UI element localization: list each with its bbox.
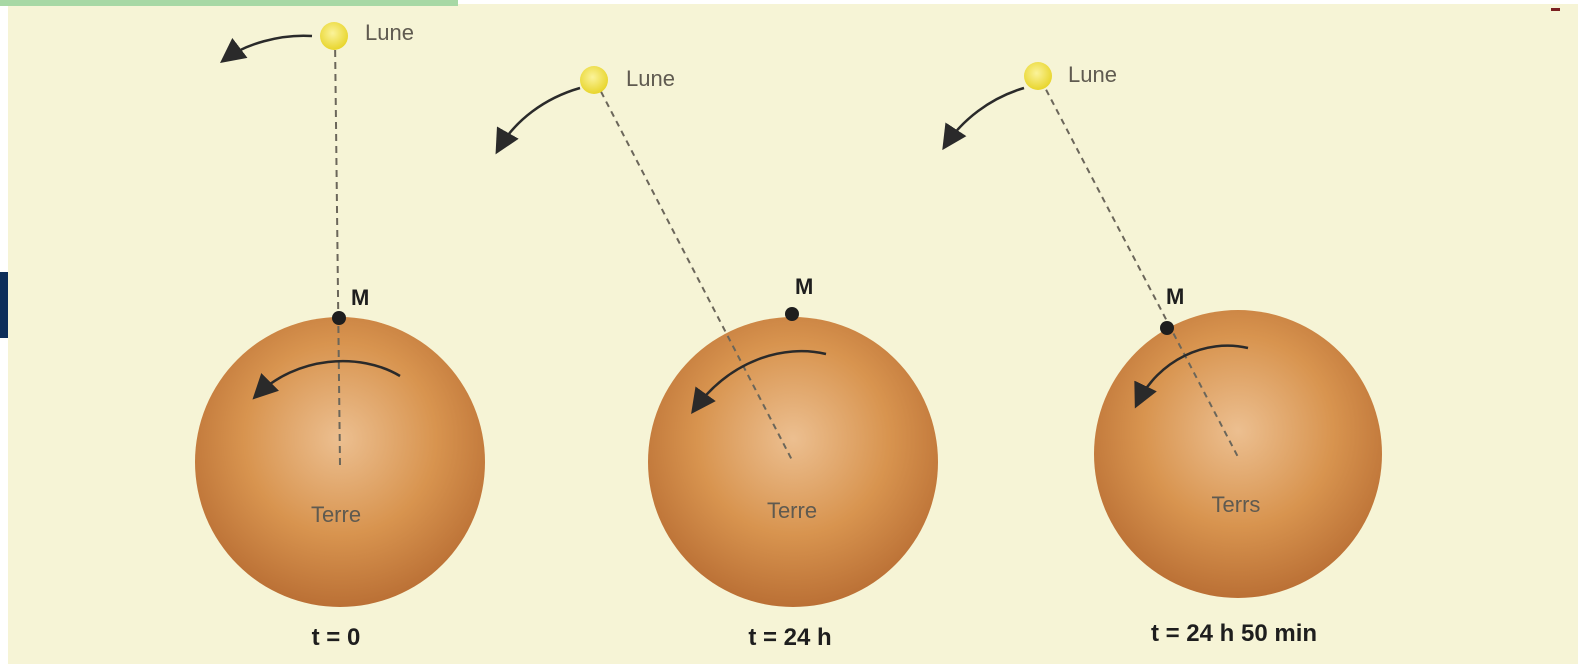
earth-sphere <box>648 317 938 607</box>
moon-orbit-arrow-icon <box>495 86 581 155</box>
moon-icon <box>580 66 608 94</box>
earth-label: Terrs <box>1212 492 1261 517</box>
point-m-label: M <box>795 274 813 299</box>
moon-orbit-arrow-icon <box>220 34 313 64</box>
earth-label: Terre <box>311 502 361 527</box>
panel-t24h: Lune M Terre t = 24 h <box>495 66 938 651</box>
moon-label: Lune <box>1068 62 1117 87</box>
moon-label: Lune <box>626 66 675 91</box>
earth-rotation-arrow-icon <box>691 350 827 415</box>
panel-t0: Lune M Terre t = 0 <box>195 20 485 651</box>
time-label: t = 24 h <box>748 624 831 651</box>
point-m-marker <box>332 311 346 325</box>
moon-earth-line <box>595 81 794 463</box>
time-label: t = 0 <box>312 624 361 651</box>
earth-sphere <box>1094 310 1382 598</box>
time-label: t = 24 h 50 min <box>1151 620 1317 647</box>
panel-t24h50: Lune M Terrs t = 24 h 50 min <box>942 62 1382 647</box>
point-m-marker <box>785 307 799 321</box>
earth-label: Terre <box>767 498 817 523</box>
moon-orbit-arrow-icon <box>942 86 1025 151</box>
earth-rotation-arrow-icon <box>1134 344 1249 409</box>
moon-earth-line <box>1040 79 1239 458</box>
moon-icon <box>320 22 348 50</box>
moon-icon <box>1024 62 1052 90</box>
moon-label: Lune <box>365 20 414 45</box>
frame-accent-red <box>1551 8 1560 11</box>
point-m-label: M <box>1166 284 1184 309</box>
point-m-marker <box>1160 321 1174 335</box>
point-m-label: M <box>351 285 369 310</box>
earth-rotation-arrow-icon <box>252 359 401 400</box>
frame-accent-green <box>0 0 458 6</box>
frame-accent-navy <box>0 272 8 338</box>
